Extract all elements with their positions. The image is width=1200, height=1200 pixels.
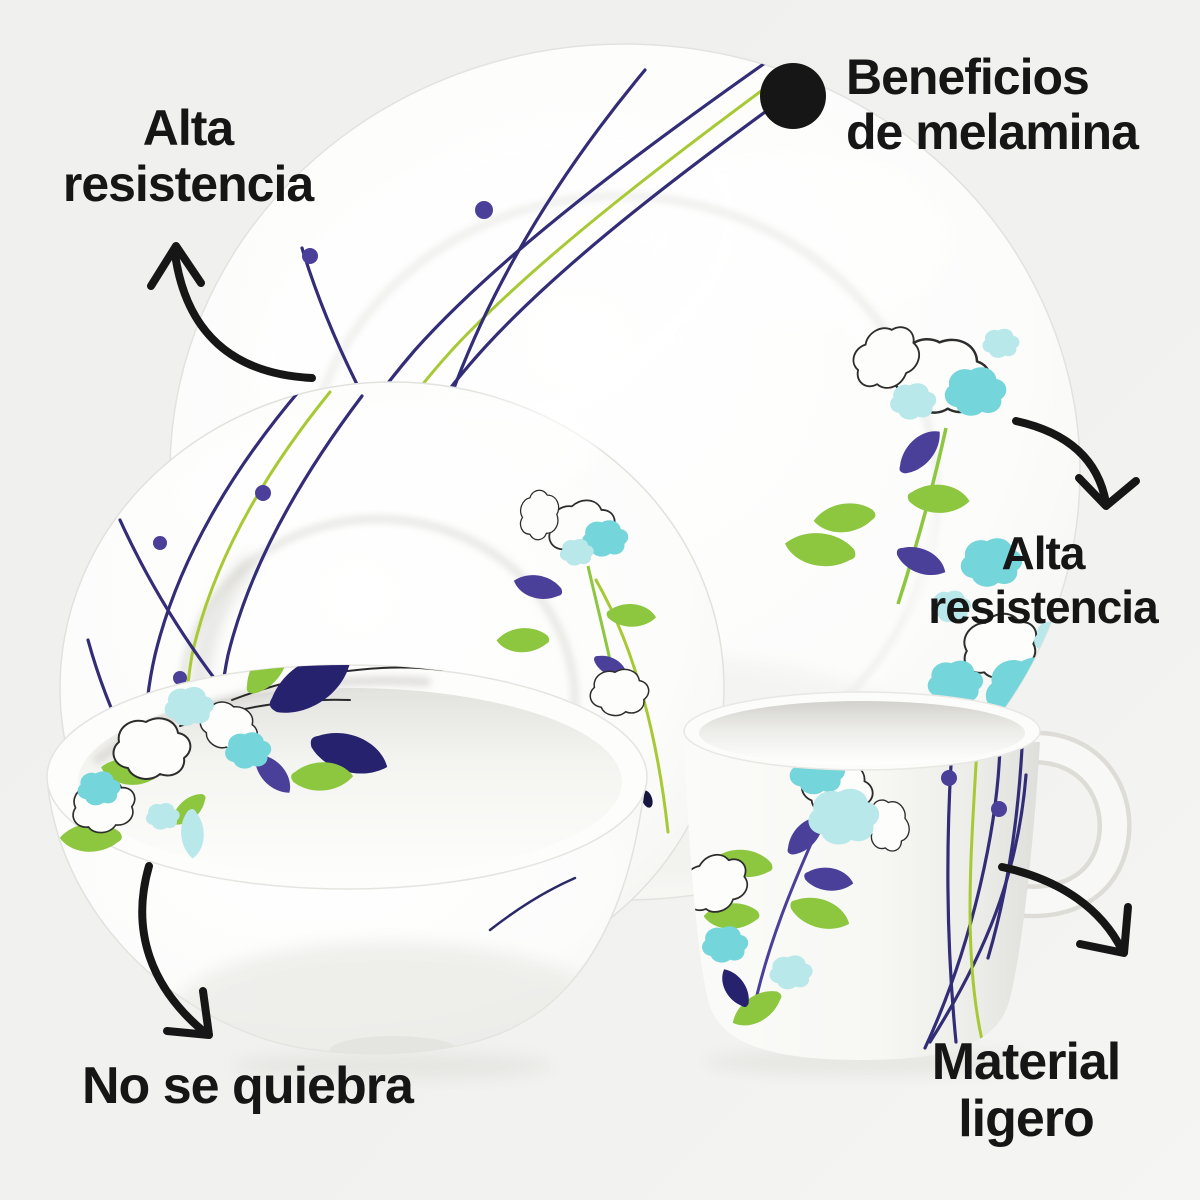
page-title-line1: Beneficios (846, 49, 1090, 105)
mug-pattern (684, 743, 1028, 1050)
bullet-circle-icon (760, 63, 826, 129)
curved-arrow-top-left-icon (147, 242, 316, 382)
page-title: Beneficios de melamina (846, 49, 1139, 160)
curved-arrow-right-icon (1012, 417, 1140, 510)
curved-arrow-bottom-right-icon (998, 863, 1132, 957)
benefit-label-line: ligero (958, 1090, 1095, 1148)
benefit-label-line: Material (931, 1033, 1122, 1091)
benefit-label-line: No se quiebra (82, 1057, 414, 1115)
flower-cluster-mug (684, 750, 914, 1031)
benefit-label-line: resistencia (928, 581, 1158, 633)
page-title-line2: de melamina (846, 104, 1139, 160)
benefit-label-alta-resistencia-left: Alta resistencia (20, 100, 356, 212)
mug-interior (699, 701, 1025, 765)
bowl-foot (330, 1036, 458, 1054)
mug-handle (997, 730, 1132, 919)
benefit-label-alta-resistencia-right: Alta resistencia (898, 526, 1188, 634)
curved-arrow-bottom-left-icon (138, 862, 213, 1039)
annotation-arrows (138, 242, 1140, 1039)
benefit-label-line: resistencia (62, 156, 314, 212)
benefit-label-line: Alta (142, 100, 234, 156)
benefit-label-line: Alta (1001, 527, 1086, 579)
flower-cluster-soup (495, 486, 658, 717)
bowl-interior (78, 688, 622, 876)
benefit-label-material-ligero: Material ligero (888, 1034, 1164, 1148)
mug (683, 691, 1132, 1075)
flower-cluster-plate (781, 312, 1080, 770)
benefit-label-no-se-quiebra: No se quiebra (82, 1057, 414, 1115)
bowl (46, 664, 648, 1079)
